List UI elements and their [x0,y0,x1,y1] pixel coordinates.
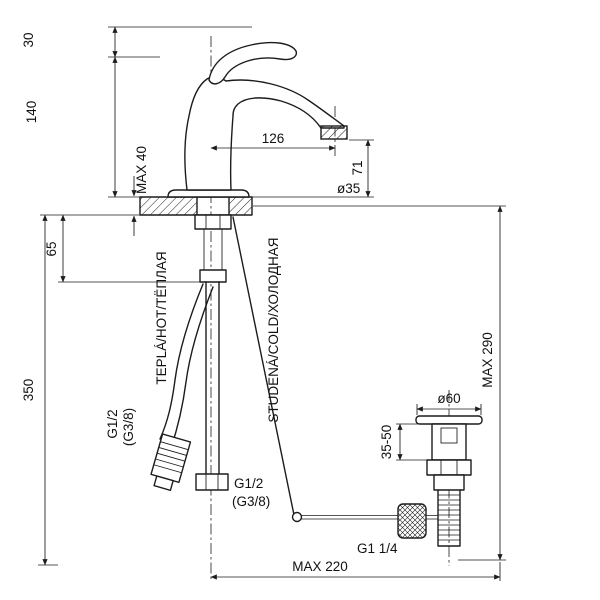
spout-aerator [320,125,348,140]
faucet-lever-handle [208,41,298,85]
knob-link [426,515,438,520]
dim-max-drop: MAX 290 [480,332,495,388]
dimension-labels: 30 140 MAX 40 126 71 ø35 65 350 MAX 290 … [21,32,495,574]
waste-locknut-facets [440,460,458,475]
label-hose-thread-line1: G1/2 [105,409,120,438]
label-pipe-thread-line1: G1/2 [234,476,263,491]
faucet-base-escutcheon [167,189,250,198]
mounting-nut [194,214,232,230]
deck-hatch-left [140,197,197,215]
faucet [167,41,348,198]
label-hose-thread-line2: (G3/8) [121,408,136,446]
dim-handle-travel: 30 [21,32,36,47]
dim-deck-thickness-max: MAX 40 [134,146,149,194]
rod-ball-joint [291,511,303,523]
pipe-end-fitting-facets [205,474,219,490]
waste-tailpiece [437,489,461,547]
label-pipe-thread-line2: (G3/8) [232,494,270,509]
hose-connection-block [199,269,227,283]
dim-supply-length: 350 [21,379,36,402]
waste-lower-body [433,474,465,491]
dim-body-height: 140 [24,101,39,124]
dim-under-deck: 65 [44,241,59,256]
label-waste-thread: G1 1/4 [357,541,398,556]
faucet-body-and-spout [184,76,345,191]
mounting-nut-facets [205,215,221,229]
dim-spout-reach: 126 [262,131,285,146]
hose-connector-tip [153,475,174,492]
pop-up-pull-rod [232,216,295,516]
label-cold-supply: STUDENÁ/COLD/ХОЛОДНАЯ [266,237,281,422]
cold-supply-pipe [205,281,220,475]
dim-mount-hole-diameter: ø35 [337,181,360,196]
dim-flange-diameter: ø60 [437,391,460,406]
ext-clamp-range [396,423,433,461]
hose-end-connector [150,433,192,492]
pop-up-linkage [232,216,398,523]
hose-connector-threads [153,441,189,474]
drain-assembly [397,415,483,547]
deck-hatch-right [229,197,252,215]
dim-max-offset: MAX 220 [292,559,348,574]
knurled-adjuster-knob [397,503,427,539]
hot-hose-left-edge [159,283,204,440]
hose-connector-body [150,433,192,484]
horizontal-link-rod [301,515,398,520]
hot-hose-right-edge [170,286,214,449]
waste-top-flange [415,415,483,425]
waste-upper-body [431,423,467,461]
label-hot-supply: TEPLÁ/HOT/ТЁПЛАЯ [154,251,169,384]
waste-locknut [426,459,472,476]
waste-tailpiece-threads [438,494,460,541]
shank-outline [203,229,223,270]
dimension-lines [38,26,506,581]
dim-clamp-range: 35-50 [379,425,394,460]
dim-outlet-height: 71 [350,160,365,175]
deck-section [139,196,253,230]
supply-lines [150,229,229,492]
waste-plug [440,427,458,444]
pipe-end-fitting [195,473,229,491]
